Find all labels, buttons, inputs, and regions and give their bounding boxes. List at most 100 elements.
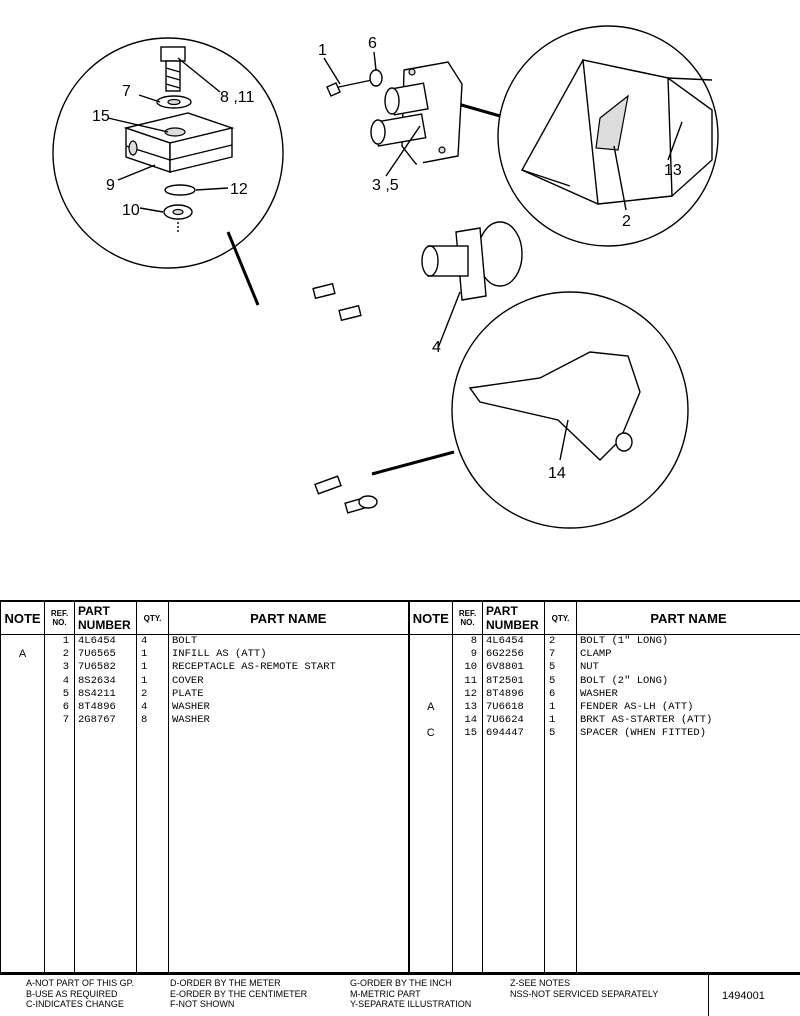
cell-name: WASHER	[577, 688, 800, 701]
cell-empty	[577, 741, 800, 973]
cell-note	[409, 648, 453, 661]
cell-name: BOLT (1" LONG)	[577, 635, 800, 649]
cell-name: COVER	[169, 675, 409, 688]
cell-empty	[545, 741, 577, 973]
cell-name: NUT	[577, 661, 800, 674]
cell-note: C	[409, 727, 453, 740]
callout-3-5: 3 ,5	[372, 177, 399, 194]
header-part-number-right: PART NUMBER	[483, 601, 545, 635]
cell-empty	[1, 741, 45, 973]
cell-ref: 14	[453, 714, 483, 727]
cell-part: 7U6565	[75, 648, 137, 661]
detail-circle-fender: 13 2	[498, 26, 718, 246]
legend-item: E-ORDER BY THE CENTIMETER	[170, 989, 307, 1000]
cell-ref: 2	[45, 648, 75, 661]
legend-item: Z-SEE NOTES	[510, 978, 658, 989]
callout-4: 4	[432, 339, 441, 356]
cell-qty: 1	[137, 675, 169, 688]
cell-part: 7U6582	[75, 661, 137, 674]
cell-part: 8T4896	[483, 688, 545, 701]
cell-qty: 2	[137, 688, 169, 701]
callout-12: 12	[230, 181, 248, 198]
cell-empty	[409, 741, 453, 973]
cell-empty	[75, 727, 137, 740]
cell-qty: 4	[137, 635, 169, 649]
legend-col-1: A-NOT PART OF THIS GP. B-USE AS REQUIRED…	[26, 978, 134, 1010]
callout-1: 1	[318, 42, 327, 59]
cell-name: BOLT (2" LONG)	[577, 675, 800, 688]
cell-note	[409, 635, 453, 649]
legend-col-4: Z-SEE NOTES NSS-NOT SERVICED SEPARATELY	[510, 978, 658, 999]
cell-part: 8T2501	[483, 675, 545, 688]
callout-13: 13	[664, 162, 682, 179]
cell-note	[1, 714, 45, 727]
cell-name: BRKT AS-STARTER (ATT)	[577, 714, 800, 727]
detail-connector-line	[228, 232, 258, 305]
cell-qty: 1	[137, 648, 169, 661]
header-part-name-right: PART NAME	[577, 601, 800, 635]
cell-ref: 13	[453, 701, 483, 714]
cell-qty: 5	[545, 661, 577, 674]
header-note: NOTE	[1, 601, 45, 635]
header-part-name: PART NAME	[169, 601, 409, 635]
callout-8-11: 8 ,11	[220, 89, 255, 106]
cell-part: 7U6618	[483, 701, 545, 714]
cell-ref: 9	[453, 648, 483, 661]
cell-name: RECEPTACLE AS-REMOTE START	[169, 661, 409, 674]
legend-item: A-NOT PART OF THIS GP.	[26, 978, 134, 989]
cell-empty	[137, 741, 169, 973]
cell-part: 4L6454	[75, 635, 137, 649]
cell-empty	[483, 741, 545, 973]
cell-ref: 8	[453, 635, 483, 649]
cell-ref: 1	[45, 635, 75, 649]
table-row	[1, 741, 800, 973]
cell-empty	[1, 727, 45, 740]
cell-ref: 6	[45, 701, 75, 714]
table-header-row: NOTE REF. NO. PART NUMBER QTY. PART NAME…	[1, 601, 800, 635]
cell-name: INFILL AS (ATT)	[169, 648, 409, 661]
cell-part: 6V8801	[483, 661, 545, 674]
legend-item: F-NOT SHOWN	[170, 999, 307, 1010]
legend-item: B-USE AS REQUIRED	[26, 989, 134, 1000]
cell-qty: 6	[545, 688, 577, 701]
cell-note	[409, 688, 453, 701]
fender-connector-line	[458, 104, 500, 116]
cell-name: PLATE	[169, 688, 409, 701]
header-ref-no-right: REF. NO.	[453, 601, 483, 635]
cell-qty: 7	[545, 648, 577, 661]
cell-part: 7U6624	[483, 714, 545, 727]
cell-qty: 5	[545, 675, 577, 688]
cell-qty: 4	[137, 701, 169, 714]
cell-note: A	[409, 701, 453, 714]
cell-part: 2G8767	[75, 714, 137, 727]
cell-empty	[453, 741, 483, 973]
cable-harness	[204, 160, 444, 542]
cell-part: 8S4211	[75, 688, 137, 701]
legend-col-2: D-ORDER BY THE METER E-ORDER BY THE CENT…	[170, 978, 307, 1010]
cell-ref: 5	[45, 688, 75, 701]
cell-note: A	[1, 648, 45, 661]
cell-qty: 1	[137, 661, 169, 674]
cell-ref: 10	[453, 661, 483, 674]
cell-note	[1, 661, 45, 674]
parts-table: NOTE REF. NO. PART NUMBER QTY. PART NAME…	[0, 600, 800, 974]
legend-separator	[708, 975, 709, 1016]
legend-item: C-INDICATES CHANGE	[26, 999, 134, 1010]
cell-note	[409, 675, 453, 688]
receptacle-assembly: 1 6 3 ,5	[318, 35, 462, 194]
cell-empty	[45, 741, 75, 973]
cell-note	[409, 661, 453, 674]
callout-10: 10	[122, 202, 140, 219]
cell-name: WASHER	[169, 701, 409, 714]
cell-empty	[169, 741, 409, 973]
cell-ref: 7	[45, 714, 75, 727]
legend-item: NSS-NOT SERVICED SEPARATELY	[510, 989, 658, 1000]
cell-name: FENDER AS-LH (ATT)	[577, 701, 800, 714]
legend-col-3: G-ORDER BY THE INCH M-METRIC PART Y-SEPA…	[350, 978, 471, 1010]
callout-6: 6	[368, 35, 377, 52]
